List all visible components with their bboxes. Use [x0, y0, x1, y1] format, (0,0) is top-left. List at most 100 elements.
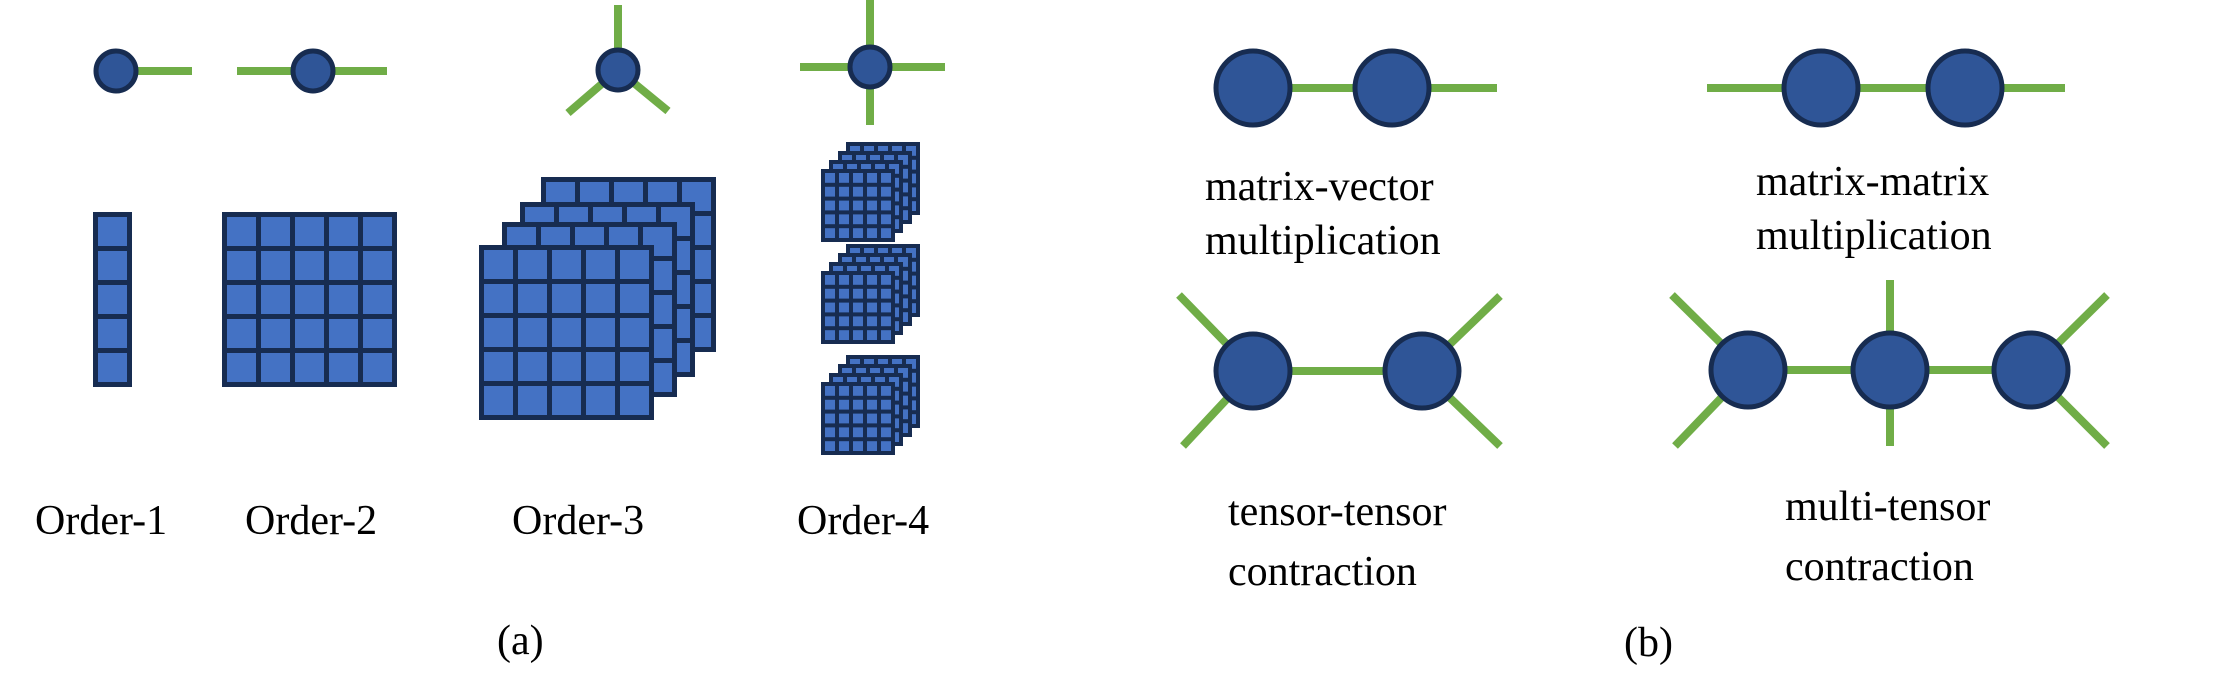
grid-cell [518, 250, 547, 279]
grid-cell [853, 275, 863, 285]
grid-cell [847, 164, 857, 174]
grid-cell [295, 319, 324, 348]
grid-cell [825, 330, 835, 340]
grid-cell [839, 173, 849, 183]
grid-cell [518, 318, 547, 347]
grid-cell [853, 427, 863, 438]
grid-cell [906, 359, 916, 369]
grid-cell [825, 228, 835, 238]
matrix-matrix-diagram [1707, 48, 2065, 128]
multi-tensor-diagram [1669, 280, 2110, 449]
grid-cell [620, 352, 649, 381]
grid-cell [884, 257, 894, 267]
grid-cell [363, 217, 392, 246]
grid-cell [850, 248, 860, 258]
grid-cell [484, 386, 513, 415]
grid-cell [867, 386, 877, 396]
grid-cell [518, 284, 547, 313]
matrix-vector-line2: multiplication [1205, 218, 1441, 264]
grid-cell [853, 302, 863, 313]
grid-cell [867, 316, 877, 327]
grid-cell [842, 257, 852, 267]
grid-cell [839, 386, 849, 396]
tensor-node [1850, 330, 1930, 410]
tensor-node [1352, 48, 1432, 128]
order-2-matrix-grid [222, 212, 397, 387]
grid-cell [878, 359, 888, 369]
grid-cell [833, 164, 843, 174]
grid-cell [889, 164, 899, 174]
grid-cell [484, 284, 513, 313]
grid-cell [586, 386, 615, 415]
grid-cell [620, 250, 649, 279]
grid-cell [552, 352, 581, 381]
order-3-label: Order-3 [512, 498, 645, 544]
grid-cell [620, 284, 649, 313]
grid-cell [864, 146, 874, 156]
grid-cell [847, 377, 857, 387]
grid-cell [227, 251, 256, 280]
matrix-vector-diagram [1213, 48, 1497, 128]
matrix-matrix-label: matrix-matrix multiplication [1756, 155, 1992, 263]
grid-cell [847, 266, 857, 276]
matrix-vector-line1: matrix-vector [1205, 164, 1434, 210]
grid-cell [620, 386, 649, 415]
grid-cell [552, 318, 581, 347]
grid-cell [853, 200, 863, 211]
grid-cell [853, 214, 863, 225]
grid-cell [825, 288, 835, 299]
grid-cell [842, 155, 852, 165]
grid-cell [881, 275, 891, 285]
grid-cell [898, 368, 908, 378]
grid-cell [98, 251, 127, 280]
multi-tensor-label: multi-tensor contraction [1785, 477, 1990, 597]
grid-cell [856, 257, 866, 267]
grid-cell [892, 248, 902, 258]
order-1-label: Order-1 [35, 498, 168, 544]
grid-cell [363, 319, 392, 348]
grid-cell [861, 266, 871, 276]
grid-cell [853, 173, 863, 183]
grid-cell [98, 319, 127, 348]
grid-cell [295, 353, 324, 382]
grid-cell [484, 318, 513, 347]
grid-cell [881, 200, 891, 211]
grid-cell [881, 173, 891, 183]
grid-cell [867, 228, 877, 238]
grid-cell [839, 288, 849, 299]
grid-cell [881, 330, 891, 340]
grid-cell [898, 257, 908, 267]
grid-cell [867, 427, 877, 438]
grid-cell [892, 359, 902, 369]
grid-cell [878, 248, 888, 258]
grid-cell [850, 359, 860, 369]
grid-cell [839, 275, 849, 285]
grid-cell [329, 217, 358, 246]
grid-cell [363, 251, 392, 280]
grid-cell [867, 214, 877, 225]
matrix-matrix-line2: multiplication [1756, 213, 1992, 259]
tensor-tensor-label: tensor-tensor contraction [1228, 482, 1446, 602]
grid-cell [853, 330, 863, 340]
grid-cell [839, 186, 849, 197]
grid-cell [839, 441, 849, 451]
tensor-node [595, 47, 641, 93]
grid-cell [878, 146, 888, 156]
grid-cell [839, 214, 849, 225]
grid-cell [329, 251, 358, 280]
grid-cell [867, 186, 877, 197]
grid-cell [825, 413, 835, 424]
grid-cell [825, 399, 835, 410]
tensor-node [1382, 331, 1462, 411]
grid-cell [552, 386, 581, 415]
grid-cell [295, 251, 324, 280]
order-1-node-diagram [93, 48, 192, 94]
grid-cell [586, 318, 615, 347]
grid-cell [839, 228, 849, 238]
order-2-node-diagram [237, 48, 387, 94]
grid-cell [853, 288, 863, 299]
grid-cell [825, 302, 835, 313]
grid-cell [329, 285, 358, 314]
